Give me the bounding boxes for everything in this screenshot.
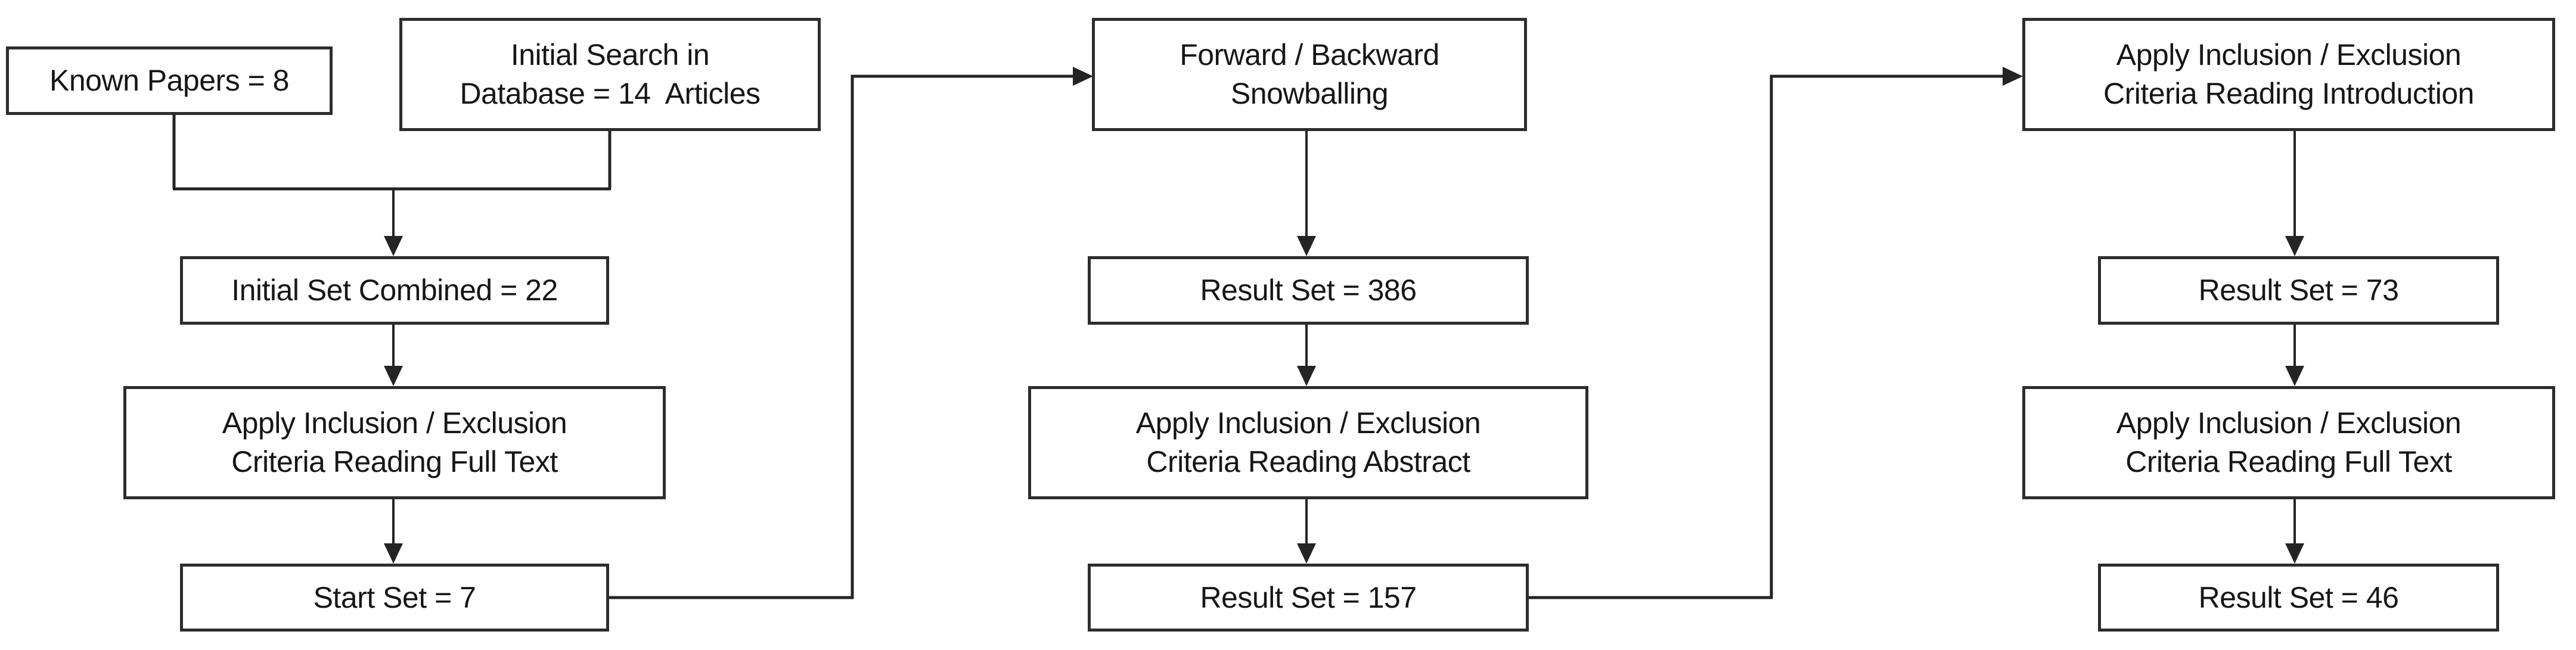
arrow-initial-set-to-apply1	[384, 325, 403, 386]
arrow-result73-to-apply-fulltext2	[2285, 325, 2304, 386]
flow-box-label: Apply Inclusion / Exclusion Criteria Rea…	[222, 406, 567, 478]
arrow-snowballing-to-result386	[1297, 131, 1316, 256]
arrow-apply-introduction-to-result73	[2285, 131, 2304, 256]
arrow-apply1-to-start-set	[384, 499, 403, 564]
flow-box-label: Apply Inclusion / Exclusion Criteria Rea…	[2103, 38, 2474, 110]
flow-box-result-set-46: Result Set = 46	[2098, 564, 2499, 632]
flow-box-apply-criteria-full-text-2: Apply Inclusion / Exclusion Criteria Rea…	[2022, 386, 2555, 499]
flow-box-apply-criteria-abstract: Apply Inclusion / Exclusion Criteria Rea…	[1028, 386, 1588, 499]
flow-box-label: Apply Inclusion / Exclusion Criteria Rea…	[1135, 406, 1481, 478]
flow-box-result-set-157: Result Set = 157	[1088, 564, 1529, 632]
flow-box-result-set-73: Result Set = 73	[2098, 256, 2499, 325]
flow-box-label: Result Set = 73	[2198, 273, 2399, 307]
arrow-apply-fulltext2-to-result46	[2285, 499, 2304, 564]
flow-box-apply-criteria-introduction: Apply Inclusion / Exclusion Criteria Rea…	[2022, 18, 2555, 131]
flow-box-forward-backward-snowballing: Forward / Backward Snowballing	[1092, 18, 1527, 131]
flow-box-label: Start Set = 7	[313, 580, 476, 614]
arrow-apply-abstract-to-result157	[1297, 499, 1316, 564]
flow-box-initial-set-combined: Initial Set Combined = 22	[180, 256, 609, 325]
arrow-merge-to-initial-set	[384, 189, 403, 256]
flow-box-result-set-386: Result Set = 386	[1088, 256, 1529, 325]
flow-box-label: Initial Set Combined = 22	[231, 273, 558, 307]
flow-box-label: Known Papers = 8	[49, 64, 290, 97]
flow-box-initial-search: Initial Search in Database = 14 Articles	[399, 18, 821, 131]
flow-box-label: Result Set = 46	[2198, 580, 2399, 614]
flow-box-label: Apply Inclusion / Exclusion Criteria Rea…	[2116, 406, 2462, 478]
flow-box-label: Forward / Backward Snowballing	[1180, 38, 1439, 110]
connector-merge	[172, 115, 612, 191]
flow-box-label: Initial Search in Database = 14 Articles	[460, 38, 761, 110]
flow-box-label: Result Set = 386	[1200, 273, 1417, 307]
flow-box-label: Result Set = 157	[1200, 580, 1417, 614]
flow-box-apply-criteria-full-text-1: Apply Inclusion / Exclusion Criteria Rea…	[123, 386, 666, 499]
arrow-result386-to-apply-abstract	[1297, 325, 1316, 386]
connector-result157-to-apply-introduction	[1529, 67, 2023, 599]
flow-box-known-papers: Known Papers = 8	[6, 46, 333, 115]
connector-start-set-to-snowballing	[609, 67, 1093, 599]
flow-box-start-set: Start Set = 7	[180, 564, 609, 632]
